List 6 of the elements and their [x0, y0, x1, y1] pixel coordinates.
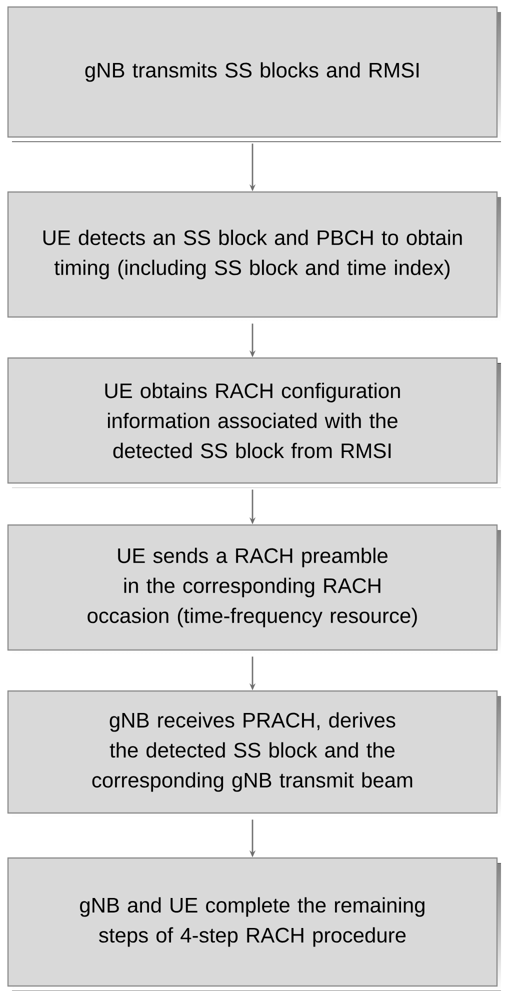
- process-box: gNB receives PRACH, derives the detected SS block and the corresponding gNB transmit beam: [7, 690, 501, 818]
- process-box: UE obtains RACH configuration information associated with the detected SS block from RMSI: [7, 357, 501, 488]
- process-box: gNB and UE complete the remaining steps of 4-step RACH procedure: [7, 857, 501, 991]
- process-box: UE sends a RACH preamble in the corresponding RACH occasion (time-frequency resource): [7, 524, 501, 655]
- process-box: UE detects an SS block and PBCH to obtain timing (including SS block and time index): [7, 191, 501, 322]
- process-box: gNB transmits SS blocks and RMSI: [7, 6, 501, 142]
